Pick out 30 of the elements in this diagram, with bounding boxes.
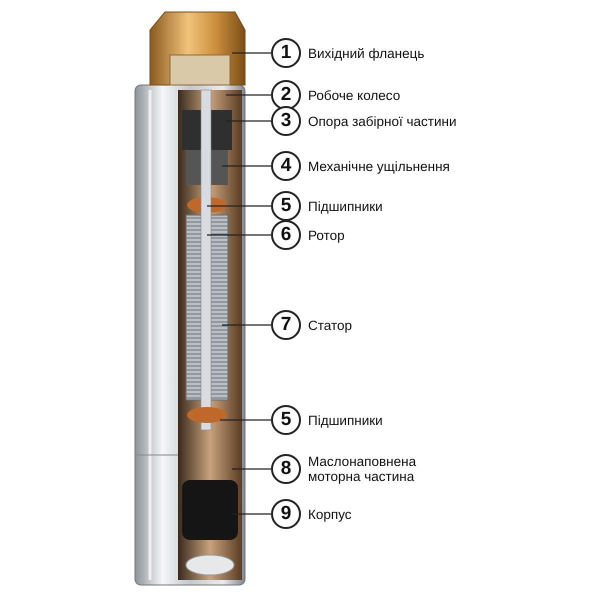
leader-line [207,234,271,236]
part-label: Робоче колесо [308,88,400,102]
callout-number: 8 [271,454,301,484]
leader-line [222,165,271,167]
part-label: Опора забірної частини [308,114,456,128]
callout-number: 1 [271,38,301,68]
callout-number: 5 [271,191,301,221]
callout-number: 7 [271,310,301,340]
part-label: Корпус [308,506,352,522]
callout-number: 4 [271,151,301,181]
part-label: Маслонаповнена моторна частина [308,454,418,484]
leader-line [232,52,271,54]
callout-number: 5 [271,405,301,435]
part-label: Механічне ущільнення [308,158,450,174]
leader-line [232,513,271,515]
callout-number: 3 [271,106,301,136]
part-label: Вихідний фланець [308,46,424,60]
leader-line [207,205,271,207]
part-label: Ротор [308,228,345,242]
callout-number: 2 [271,80,301,110]
callout-number: 9 [271,499,301,529]
part-label: Підшипники [308,198,383,214]
callout-number: 6 [271,220,301,250]
leader-line [222,324,271,326]
leader-line [226,94,271,96]
part-label: Статор [308,318,352,332]
part-label: Підшипники [308,412,383,428]
leader-line [232,468,271,470]
leader-line [226,120,271,122]
leader-line [220,419,271,421]
